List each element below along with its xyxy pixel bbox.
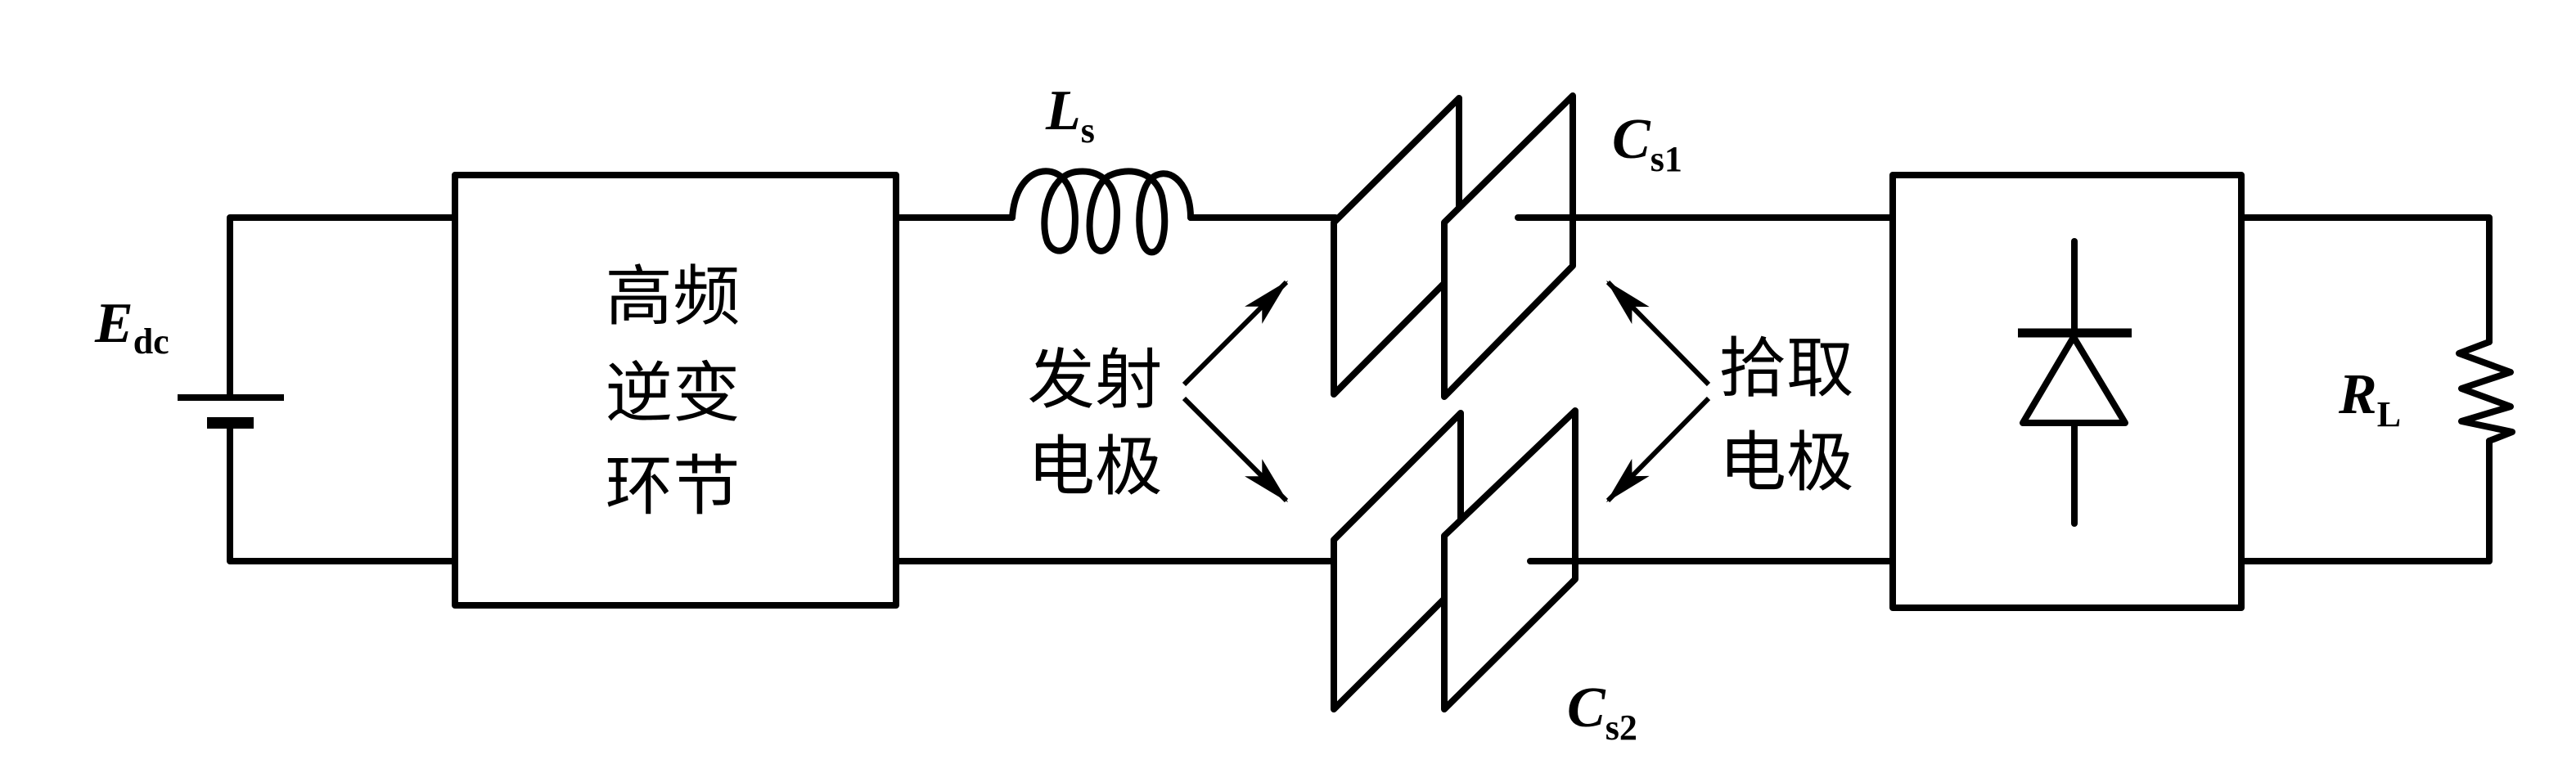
diode-icon <box>2018 238 2132 527</box>
cs1-pickup-plate <box>1441 92 1576 400</box>
pickup-label-line-2: 电极 <box>1719 425 1854 501</box>
cs2-pickup-plate <box>1441 407 1578 712</box>
diode-triangle <box>2020 334 2128 426</box>
inductor: Ls <box>893 79 1339 256</box>
load: RL <box>2238 214 2515 564</box>
load-symbol: R <box>2338 363 2377 426</box>
source-subscript: dc <box>133 321 169 362</box>
capacitor-cs1: Cs1 <box>1331 92 1896 400</box>
pickup-arrow-up <box>1605 280 1711 387</box>
dc-battery-icon <box>178 394 284 429</box>
inductor-coil-icon <box>1009 168 1194 256</box>
inverter-label-line-3: 环节 <box>606 448 741 524</box>
cs1-subscript: s1 <box>1651 139 1682 179</box>
transmit-arrow-down <box>1182 396 1289 503</box>
capacitor-cs2: Cs2 <box>1331 407 1896 748</box>
source-wire-top <box>227 214 458 401</box>
load-subscript: L <box>2377 394 2401 434</box>
resistor-zigzag-icon <box>2456 339 2515 444</box>
inverter-block: 高频 逆变 环节 <box>452 172 899 609</box>
inductor-symbol: L <box>1045 79 1081 142</box>
inverter-box <box>452 172 899 609</box>
transmit-label-line-2: 电极 <box>1028 429 1163 505</box>
inverter-label-line-2: 逆变 <box>606 355 741 431</box>
inverter-label-line-1: 高频 <box>606 258 741 335</box>
rectifier-block <box>1889 172 2245 611</box>
cs2-symbol: C <box>1567 676 1606 739</box>
inductor-label: Ls <box>1045 79 1095 151</box>
source-symbol: E <box>94 292 133 355</box>
plate-capacitor-icon <box>1331 92 1576 400</box>
pickup-electrode-annotation: 拾取 电极 <box>1605 280 1854 503</box>
load-wire-bottom <box>2238 438 2493 564</box>
pickup-label-line-1: 拾取 <box>1719 330 1854 407</box>
source-label: Edc <box>94 292 169 362</box>
load-wire-top <box>2238 214 2493 345</box>
transmit-electrode-annotation: 发射 电极 <box>1028 280 1289 505</box>
pickup-arrow-down <box>1605 396 1711 503</box>
rectifier-box <box>1889 172 2245 611</box>
transmit-label-line-1: 发射 <box>1028 342 1163 418</box>
cs2-label: Cs2 <box>1567 676 1637 748</box>
transmit-arrow-up <box>1182 280 1289 387</box>
cs1-transmit-plate <box>1331 95 1462 398</box>
plate-capacitor-icon <box>1331 407 1578 712</box>
cs1-label: Cs1 <box>1612 108 1682 179</box>
dc-source: Edc <box>94 214 458 564</box>
source-wire-bottom <box>227 420 458 564</box>
inductor-subscript: s <box>1081 110 1095 151</box>
cs1-symbol: C <box>1612 108 1651 171</box>
load-label: RL <box>2338 363 2401 434</box>
cs2-subscript: s2 <box>1605 708 1637 748</box>
